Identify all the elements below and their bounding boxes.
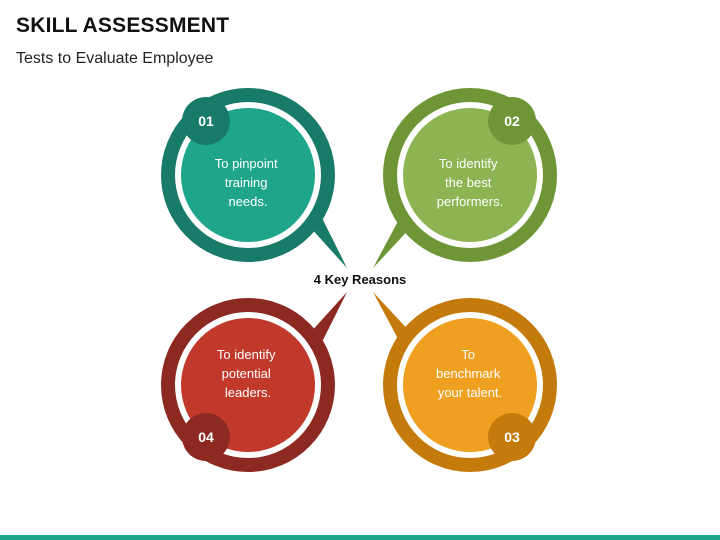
reason-line-03-3: your talent. xyxy=(438,385,502,400)
reason-badge-03 xyxy=(488,413,536,461)
reason-text-01: To pinpoint training needs. xyxy=(215,156,282,209)
reason-number-01: 01 xyxy=(198,113,214,129)
reason-number-04: 04 xyxy=(198,429,214,445)
reason-number-03: 03 xyxy=(504,429,520,445)
reason-badge-04 xyxy=(182,413,230,461)
reason-line-01-2: training xyxy=(225,175,268,190)
reason-line-01-1: To pinpoint xyxy=(215,156,278,171)
reason-line-02-1: To identify xyxy=(439,156,498,171)
reason-bubble-03: 03 To benchmark your talent. xyxy=(373,292,557,472)
reason-line-04-2: potential xyxy=(222,366,271,381)
footer-bar xyxy=(0,535,720,540)
reason-line-03-1: To xyxy=(461,347,475,362)
reason-line-04-3: leaders. xyxy=(225,385,271,400)
reason-line-01-3: needs. xyxy=(228,194,267,209)
reason-number-02: 02 xyxy=(504,113,520,129)
reason-bubble-02: 02 To identify the best performers. xyxy=(373,88,557,268)
reason-line-04-1: To identify xyxy=(217,347,276,362)
reason-badge-01 xyxy=(182,97,230,145)
center-label: 4 Key Reasons xyxy=(314,272,407,287)
reason-text-04: To identify potential leaders. xyxy=(217,347,279,400)
slide-subtitle: Tests to Evaluate Employee xyxy=(16,50,214,67)
reason-bubble-01: 01 To pinpoint training needs. xyxy=(161,88,347,268)
reason-text-02: To identify the best performers. xyxy=(437,156,503,209)
reason-badge-02 xyxy=(488,97,536,145)
reason-bubble-04: 04 To identify potential leaders. xyxy=(161,292,347,472)
reason-line-02-2: the best xyxy=(445,175,492,190)
reason-line-03-2: benchmark xyxy=(436,366,501,381)
slide-title: SKILL ASSESSMENT xyxy=(16,14,230,37)
reason-line-02-3: performers. xyxy=(437,194,503,209)
reason-text-03: To benchmark your talent. xyxy=(436,347,504,400)
